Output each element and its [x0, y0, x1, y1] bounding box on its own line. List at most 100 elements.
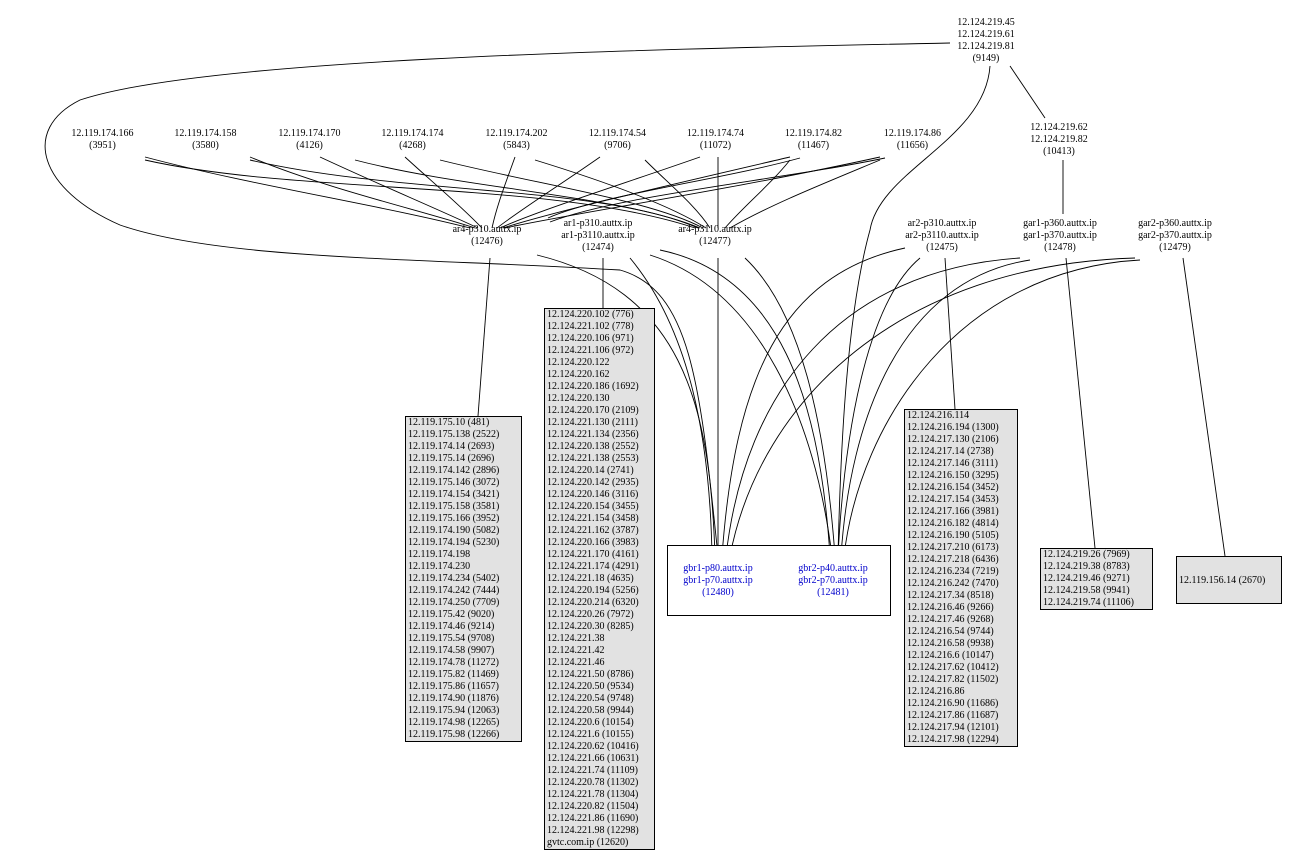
edge-86-ar1: [549, 157, 886, 223]
edge-ar2-box: [944, 257, 956, 410]
edge-ar4p310b-gbr2: [659, 249, 831, 557]
prefix-entry: 12.124.217.94 (12101): [907, 722, 999, 733]
node-leaf-170: 12.119.174.170 (4126): [262, 128, 357, 152]
prefix-entry: 12.124.220.30 (8285): [547, 621, 634, 632]
prefix-entry: 12.124.221.98 (12298): [547, 825, 639, 836]
prefix-entry: 12.124.220.166 (3983): [547, 537, 639, 548]
prefix-entry: 12.124.217.130 (2106): [907, 434, 999, 445]
prefix-entry: 12.124.220.82 (11504): [547, 801, 639, 812]
edge-174-ar4p310: [404, 156, 483, 229]
node-line: (12475): [926, 242, 958, 253]
prefix-entry: 12.124.217.98 (12294): [907, 734, 999, 745]
node-line: ar4-p3110.auttx.ip: [678, 224, 752, 235]
prefix-entry: 12.124.220.122: [547, 357, 610, 368]
prefix-entry: 12.119.174.58 (9907): [408, 645, 495, 656]
prefix-entry: 12.124.221.74 (11109): [547, 765, 638, 776]
node-leaf-174: 12.119.174.174 (4268): [365, 128, 460, 152]
edge-170-ar4p3110: [354, 159, 701, 229]
prefix-entry: 12.124.217.34 (8518): [907, 590, 994, 601]
prefix-entry: 12.124.216.182 (4814): [907, 518, 999, 529]
edge-54-ar4p3110: [644, 159, 711, 229]
node-gbr2[interactable]: gbr2-p40.auttx.ip gbr2-p70.auttx.ip (124…: [785, 563, 881, 599]
node-line: 12.119.174.86: [883, 128, 942, 139]
edge-gar1-gbr2: [840, 259, 1031, 557]
edge-ar4p310-box: [477, 257, 491, 417]
node-line: 12.119.174.82: [784, 128, 843, 139]
edge-gar1-gbr1: [725, 257, 1021, 557]
prefix-entry: 12.124.216.58 (9938): [907, 638, 994, 649]
prefix-entry: 12.124.221.50 (8786): [547, 669, 634, 680]
prefix-entry: 12.124.217.146 (3111): [907, 458, 998, 469]
node-line: (10413): [1043, 146, 1075, 157]
prefix-entry: 12.124.220.50 (9534): [547, 681, 634, 692]
node-line: 12.119.174.54: [588, 128, 647, 139]
node-gbr1[interactable]: gbr1-p80.auttx.ip gbr1-p70.auttx.ip (124…: [670, 563, 766, 599]
node-line: (12478): [1044, 242, 1076, 253]
prefix-entry: 12.119.175.14 (2696): [408, 453, 495, 464]
prefix-entry: 12.124.221.38: [547, 633, 605, 644]
prefix-entry: 12.124.221.42: [547, 645, 605, 656]
node-line: 12.119.174.74: [686, 128, 745, 139]
prefix-entry: 12.119.175.146 (3072): [408, 477, 500, 488]
node-line: (11072): [699, 140, 732, 151]
prefix-entry: 12.119.174.98 (12265): [408, 717, 500, 728]
prefix-entry: 12.124.217.154 (3453): [907, 494, 999, 505]
prefix-entry: 12.124.220.106 (971): [547, 333, 634, 344]
node-leaf-74: 12.119.174.74 (11072): [668, 128, 763, 152]
prefix-entry: 12.119.174.90 (11876): [408, 693, 499, 704]
prefix-entry: 12.119.174.154 (3421): [408, 489, 500, 500]
prefix-entry: 12.124.216.154 (3452): [907, 482, 999, 493]
edge-ar1-gbr1: [536, 254, 716, 557]
prefix-entry: 12.124.219.74 (11106): [1043, 597, 1134, 608]
prefix-entry: 12.119.175.94 (12063): [408, 705, 500, 716]
prefix-list-box-ar1: 12.124.220.102 (776)12.124.221.102 (778)…: [544, 308, 655, 850]
prefix-entry: 12.124.220.186 (1692): [547, 381, 639, 392]
prefix-entry: 12.124.221.106 (972): [547, 345, 634, 356]
node-gar2: gar2-p360.auttx.ip gar2-p370.auttx.ip (1…: [1123, 218, 1227, 254]
node-line: 12.119.174.202: [485, 128, 548, 139]
prefix-entry: 12.124.217.210 (6173): [907, 542, 999, 553]
prefix-entry: 12.124.220.214 (6320): [547, 597, 639, 608]
node-link-line[interactable]: gbr2-p40.auttx.ip: [798, 563, 868, 574]
prefix-entry: 12.119.156.14 (2670): [1179, 575, 1266, 586]
node-link-line[interactable]: (12481): [817, 587, 849, 598]
prefix-entry: 12.119.174.14 (2693): [408, 441, 495, 452]
node-ar4-p310: ar4-p310.auttx.ip (12476): [437, 224, 537, 248]
node-link-line[interactable]: (12480): [702, 587, 734, 598]
prefix-entry: 12.124.220.14 (2741): [547, 465, 634, 476]
prefix-entry: 12.119.175.10 (481): [408, 417, 490, 428]
prefix-entry: 12.124.216.150 (3295): [907, 470, 999, 481]
edge-ar2-gbr1: [721, 247, 906, 557]
node-link-line[interactable]: gbr1-p80.auttx.ip: [683, 563, 753, 574]
edge-gar2-box: [1182, 257, 1226, 557]
node-leaf-166: 12.119.174.166 (3951): [55, 128, 150, 152]
edge-ar4p310-gbr1: [629, 257, 713, 557]
prefix-entry: 12.119.174.78 (11272): [408, 657, 499, 668]
prefix-entry: 12.124.216.6 (10147): [907, 650, 994, 661]
prefix-entry: 12.124.220.54 (9748): [547, 693, 634, 704]
prefix-entry: 12.119.174.234 (5402): [408, 573, 500, 584]
prefix-entry: 12.124.220.6 (10154): [547, 717, 634, 728]
node-ar4-p3110: ar4-p3110.auttx.ip (12477): [663, 224, 767, 248]
node-line: 12.119.174.170: [278, 128, 341, 139]
edge-gar2-gbr1: [729, 257, 1136, 557]
prefix-entry: 12.124.221.46: [547, 657, 605, 668]
node-link-line[interactable]: gbr2-p70.auttx.ip: [798, 575, 868, 586]
node-line: gar1-p360.auttx.ip: [1023, 218, 1097, 229]
prefix-entry: 12.119.175.138 (2522): [408, 429, 500, 440]
prefix-entry: 12.124.216.86: [907, 686, 965, 697]
node-line: (12474): [582, 242, 614, 253]
prefix-entry: 12.119.175.54 (9708): [408, 633, 495, 644]
node-line: (3951): [89, 140, 116, 151]
edge-82-ar1: [547, 157, 801, 219]
node-12-124-219-62: 12.124.219.62 12.124.219.82 (10413): [1013, 122, 1105, 158]
prefix-entry: 12.124.217.46 (9268): [907, 614, 994, 625]
prefix-entry: 12.119.174.46 (9214): [408, 621, 495, 632]
prefix-list-box-gar1: 12.124.219.26 (7969)12.124.219.38 (8783)…: [1040, 548, 1153, 610]
prefix-entry: 12.119.174.190 (5082): [408, 525, 500, 536]
node-link-line[interactable]: gbr1-p70.auttx.ip: [683, 575, 753, 586]
node-line: (12476): [471, 236, 503, 247]
edge-top-gbr2: [837, 65, 991, 557]
prefix-entry: 12.119.174.198: [408, 549, 471, 560]
